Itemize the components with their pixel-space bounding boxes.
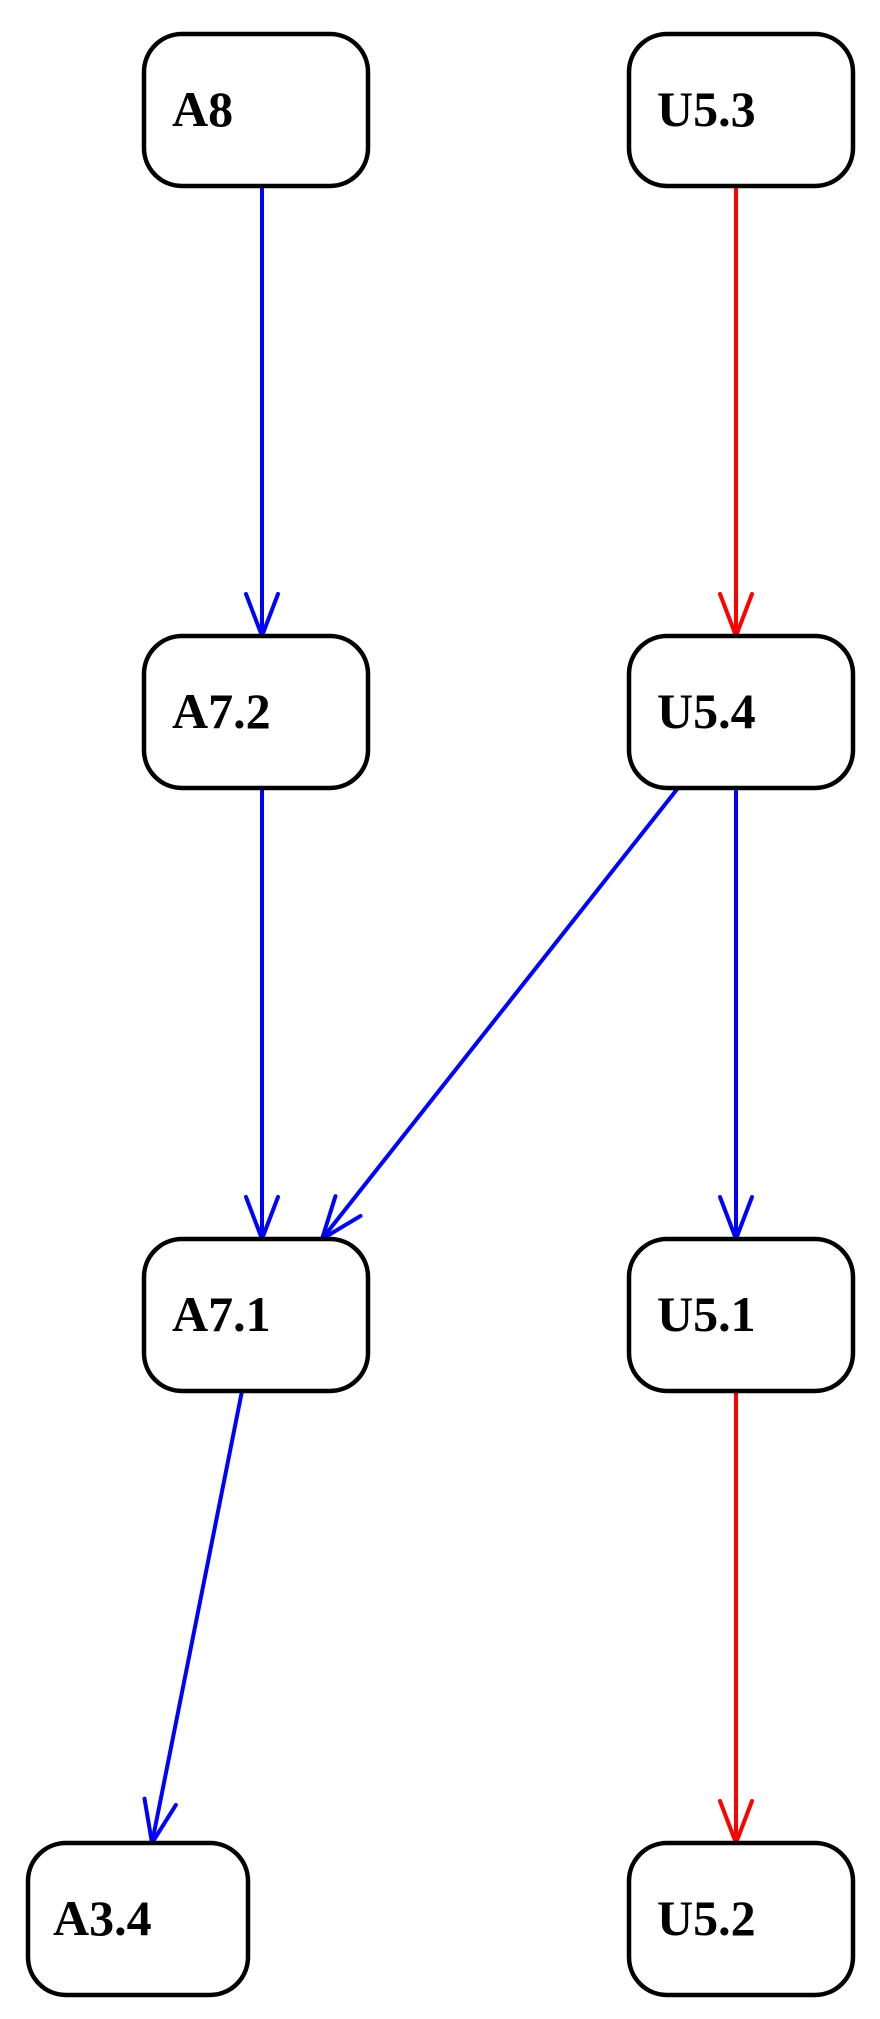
edge-line (150, 1390, 244, 1844)
edge-U5.4-to-U5.1 (718, 788, 754, 1241)
node-U5.1[interactable]: U5.1 (626, 1236, 856, 1394)
node-box (626, 633, 856, 791)
node-box (141, 1236, 371, 1394)
node-box (141, 633, 371, 791)
edge-A7.2-to-A7.1 (244, 788, 280, 1241)
edge-A7.1-to-A3.4 (142, 1390, 244, 1845)
node-box (141, 31, 371, 189)
node-label: U5.1 (657, 1286, 756, 1342)
node-box (626, 1236, 856, 1394)
edge-line (320, 786, 680, 1241)
node-A8[interactable]: A8 (141, 31, 371, 189)
node-U5.4[interactable]: U5.4 (626, 633, 856, 791)
node-label: A8 (172, 81, 233, 137)
edge-U5.3-to-U5.4 (718, 186, 754, 638)
node-label: A3.4 (53, 1890, 152, 1946)
edge-A8-to-A7.2 (244, 186, 280, 638)
node-A7.1[interactable]: A7.1 (141, 1236, 371, 1394)
node-box (25, 1840, 251, 1998)
node-label: U5.4 (657, 683, 756, 739)
node-U5.3[interactable]: U5.3 (626, 31, 856, 189)
node-label: U5.2 (657, 1890, 756, 1946)
edge-U5.4-to-A7.1 (320, 786, 680, 1241)
node-label: U5.3 (657, 81, 756, 137)
node-U5.2[interactable]: U5.2 (626, 1840, 856, 1998)
node-label: A7.2 (172, 683, 271, 739)
node-A7.2[interactable]: A7.2 (141, 633, 371, 791)
node-box (626, 1840, 856, 1998)
node-box (626, 31, 856, 189)
edge-U5.1-to-U5.2 (718, 1391, 754, 1845)
node-A3.4[interactable]: A3.4 (25, 1840, 251, 1998)
node-label: A7.1 (172, 1286, 271, 1342)
